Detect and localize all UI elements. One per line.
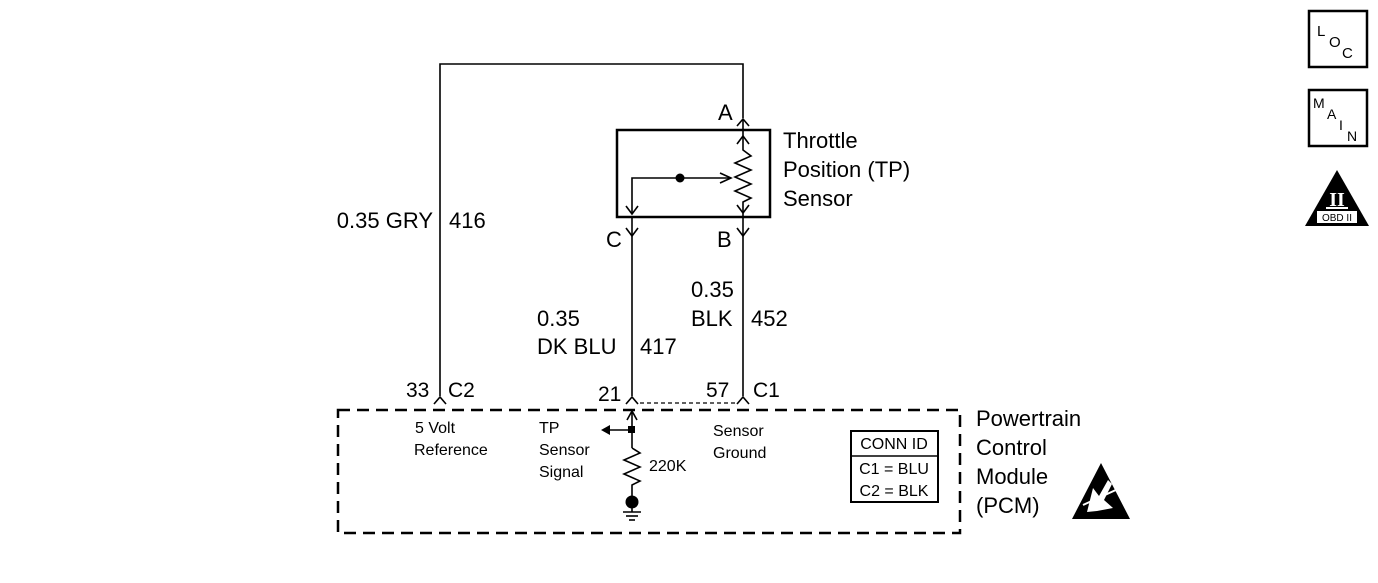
wire-417-color: DK BLU <box>537 334 616 359</box>
ground-label-line-2: Ground <box>713 445 766 462</box>
pcm-pin-57-connector: C1 <box>753 379 780 402</box>
ground-node <box>625 495 639 509</box>
conn-id-title: CONN ID <box>860 436 928 453</box>
ground-label-line-1: Sensor <box>713 423 764 440</box>
wire-417-gauge: 0.35 <box>537 306 580 331</box>
wire-452-gauge: 0.35 <box>691 277 734 302</box>
wire-452-circuit: 452 <box>751 306 788 331</box>
pcm-pin-33-number: 33 <box>406 379 429 402</box>
loc-icon[interactable]: L O C <box>1307 9 1369 69</box>
ref-label-line-1: 5 Volt <box>415 420 456 437</box>
wire-417-circuit: 417 <box>640 334 677 359</box>
main-icon[interactable]: M A I N <box>1307 88 1369 148</box>
svg-text:O: O <box>1329 34 1341 51</box>
pcm-pin-21-number: 21 <box>598 383 621 406</box>
wire-416 <box>439 63 744 396</box>
svg-text:I: I <box>1339 117 1343 133</box>
conn-id-table <box>850 430 939 503</box>
esd-warning-icon <box>1072 463 1130 519</box>
connector-pin-57 <box>736 395 750 405</box>
wiper-pivot <box>675 173 685 183</box>
pcm-name-line-1: Powertrain <box>976 406 1081 431</box>
pcm-pin-33-connector: C2 <box>448 379 475 402</box>
svg-text:C: C <box>1342 45 1353 62</box>
wire-416-circuit: 416 <box>449 208 486 233</box>
signal-label-line-2: Sensor <box>539 442 590 459</box>
svg-text:II: II <box>1329 189 1345 211</box>
pcm-name-line-4: (PCM) <box>976 493 1040 518</box>
conn-id-row-c1: C1 = BLU <box>859 461 929 478</box>
pin-c-label: C <box>606 227 622 252</box>
svg-text:A: A <box>1327 106 1337 122</box>
signal-label-line-3: Signal <box>539 464 583 481</box>
svg-text:M: M <box>1313 95 1325 111</box>
sensor-name-line-3: Sensor <box>783 186 853 211</box>
conn-id-row-c2: C2 = BLK <box>860 483 929 500</box>
pcm-name-line-3: Module <box>976 464 1048 489</box>
svg-text:N: N <box>1347 128 1357 144</box>
potentiometer-resistor <box>733 130 753 216</box>
svg-text:L: L <box>1317 23 1325 40</box>
obd-ii-icon[interactable]: II OBD II <box>1305 170 1369 226</box>
sensor-name-line-2: Position (TP) <box>783 157 910 182</box>
pcm-pin-57-number: 57 <box>706 379 729 402</box>
pin-a-label: A <box>718 100 733 125</box>
pcm-box <box>336 408 962 535</box>
resistor-value: 220K <box>649 458 687 475</box>
wire-452-color: BLK <box>691 306 733 331</box>
connector-pin-33 <box>433 395 447 405</box>
pulldown-resistor <box>622 447 642 496</box>
ref-label-line-2: Reference <box>414 442 488 459</box>
signal-label-line-1: TP <box>539 420 559 437</box>
pin-b-label: B <box>717 227 732 252</box>
connector-pin-21 <box>625 395 639 405</box>
wiper-arm <box>631 177 730 213</box>
wire-416-gauge: 0.35 GRY <box>337 208 434 233</box>
svg-text:OBD II: OBD II <box>1322 213 1352 224</box>
pcm-name-line-2: Control <box>976 435 1047 460</box>
tp-sensor-box <box>615 128 772 219</box>
sensor-name-line-1: Throttle <box>783 128 858 153</box>
